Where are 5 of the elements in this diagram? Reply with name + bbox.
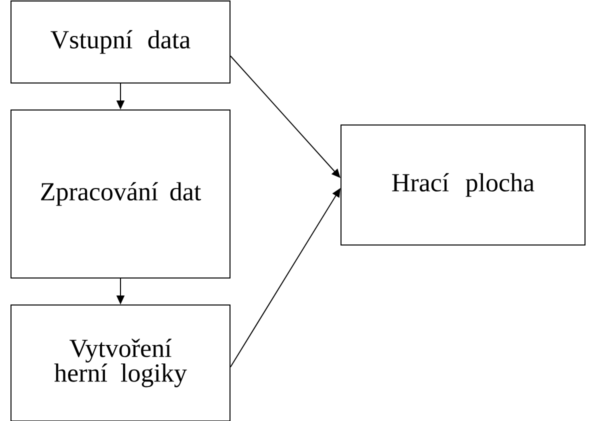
process-box: Vytvoření herní logiky xyxy=(10,304,230,421)
process-box: Zpracování dat xyxy=(10,110,230,278)
process-box: Vstupní data xyxy=(10,0,230,84)
arrow xyxy=(230,56,340,178)
process-box: Hrací plocha xyxy=(340,124,586,246)
